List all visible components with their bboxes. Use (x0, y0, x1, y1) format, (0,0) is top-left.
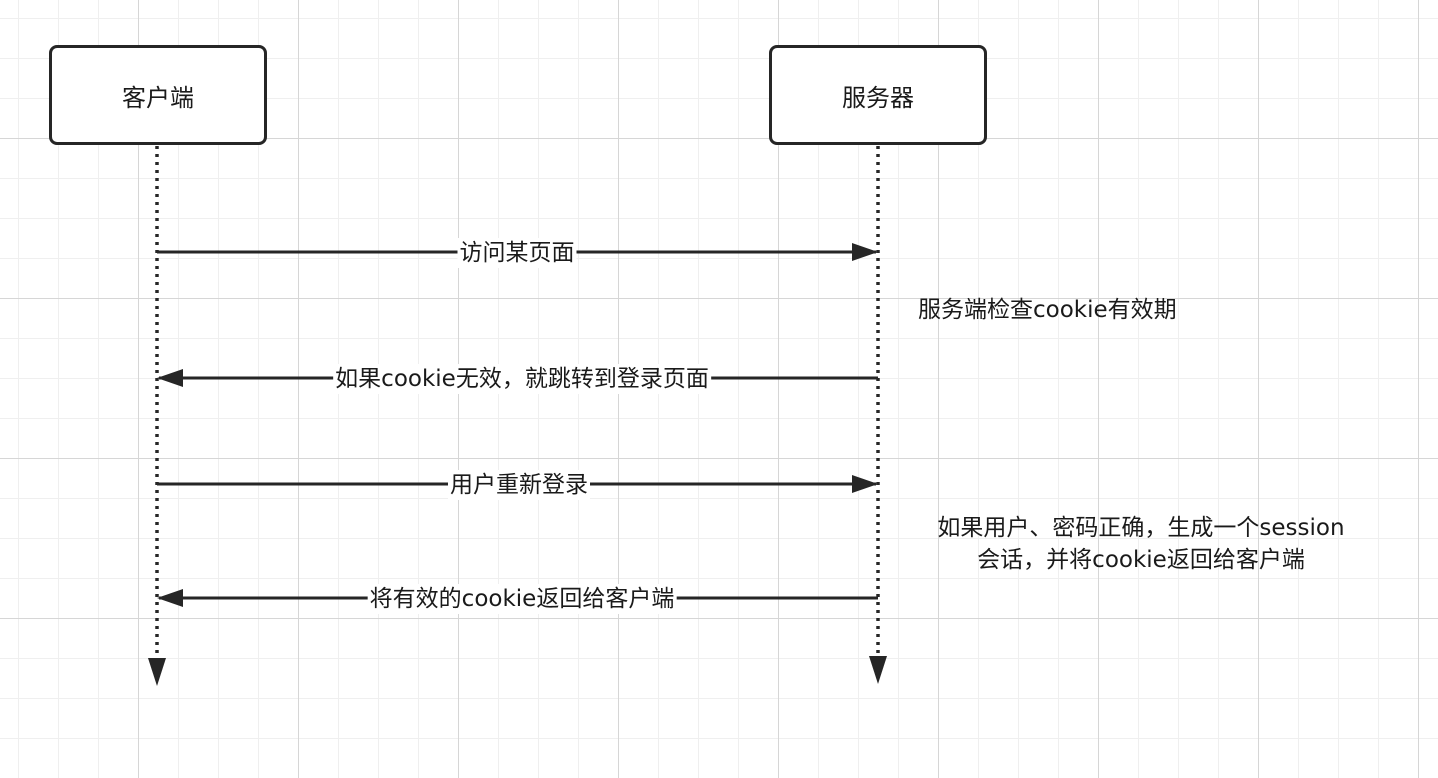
note-session-line-1: 如果用户、密码正确，生成一个session (937, 515, 1345, 541)
client-actor-label: 客户端 (122, 83, 194, 112)
server-lifeline-arrowhead (869, 656, 887, 684)
message-label-3: 用户重新登录 (448, 470, 590, 500)
note-session-line-2: 会话，并将cookie返回给客户端 (977, 547, 1305, 573)
server-actor-label: 服务器 (842, 83, 914, 112)
client-actor-box[interactable]: 客户端 (49, 45, 267, 145)
note-check-cookie: 服务端检查cookie有效期 (918, 297, 1177, 323)
client-lifeline-arrowhead (148, 658, 166, 686)
server-actor-box[interactable]: 服务器 (769, 45, 987, 145)
message-label-4: 将有效的cookie返回给客户端 (367, 584, 677, 614)
note-session: 如果用户、密码正确，生成一个session 会话，并将cookie返回给客户端 (908, 512, 1374, 576)
message-label-1: 访问某页面 (457, 238, 577, 268)
message-label-2: 如果cookie无效，就跳转到登录页面 (333, 364, 711, 394)
